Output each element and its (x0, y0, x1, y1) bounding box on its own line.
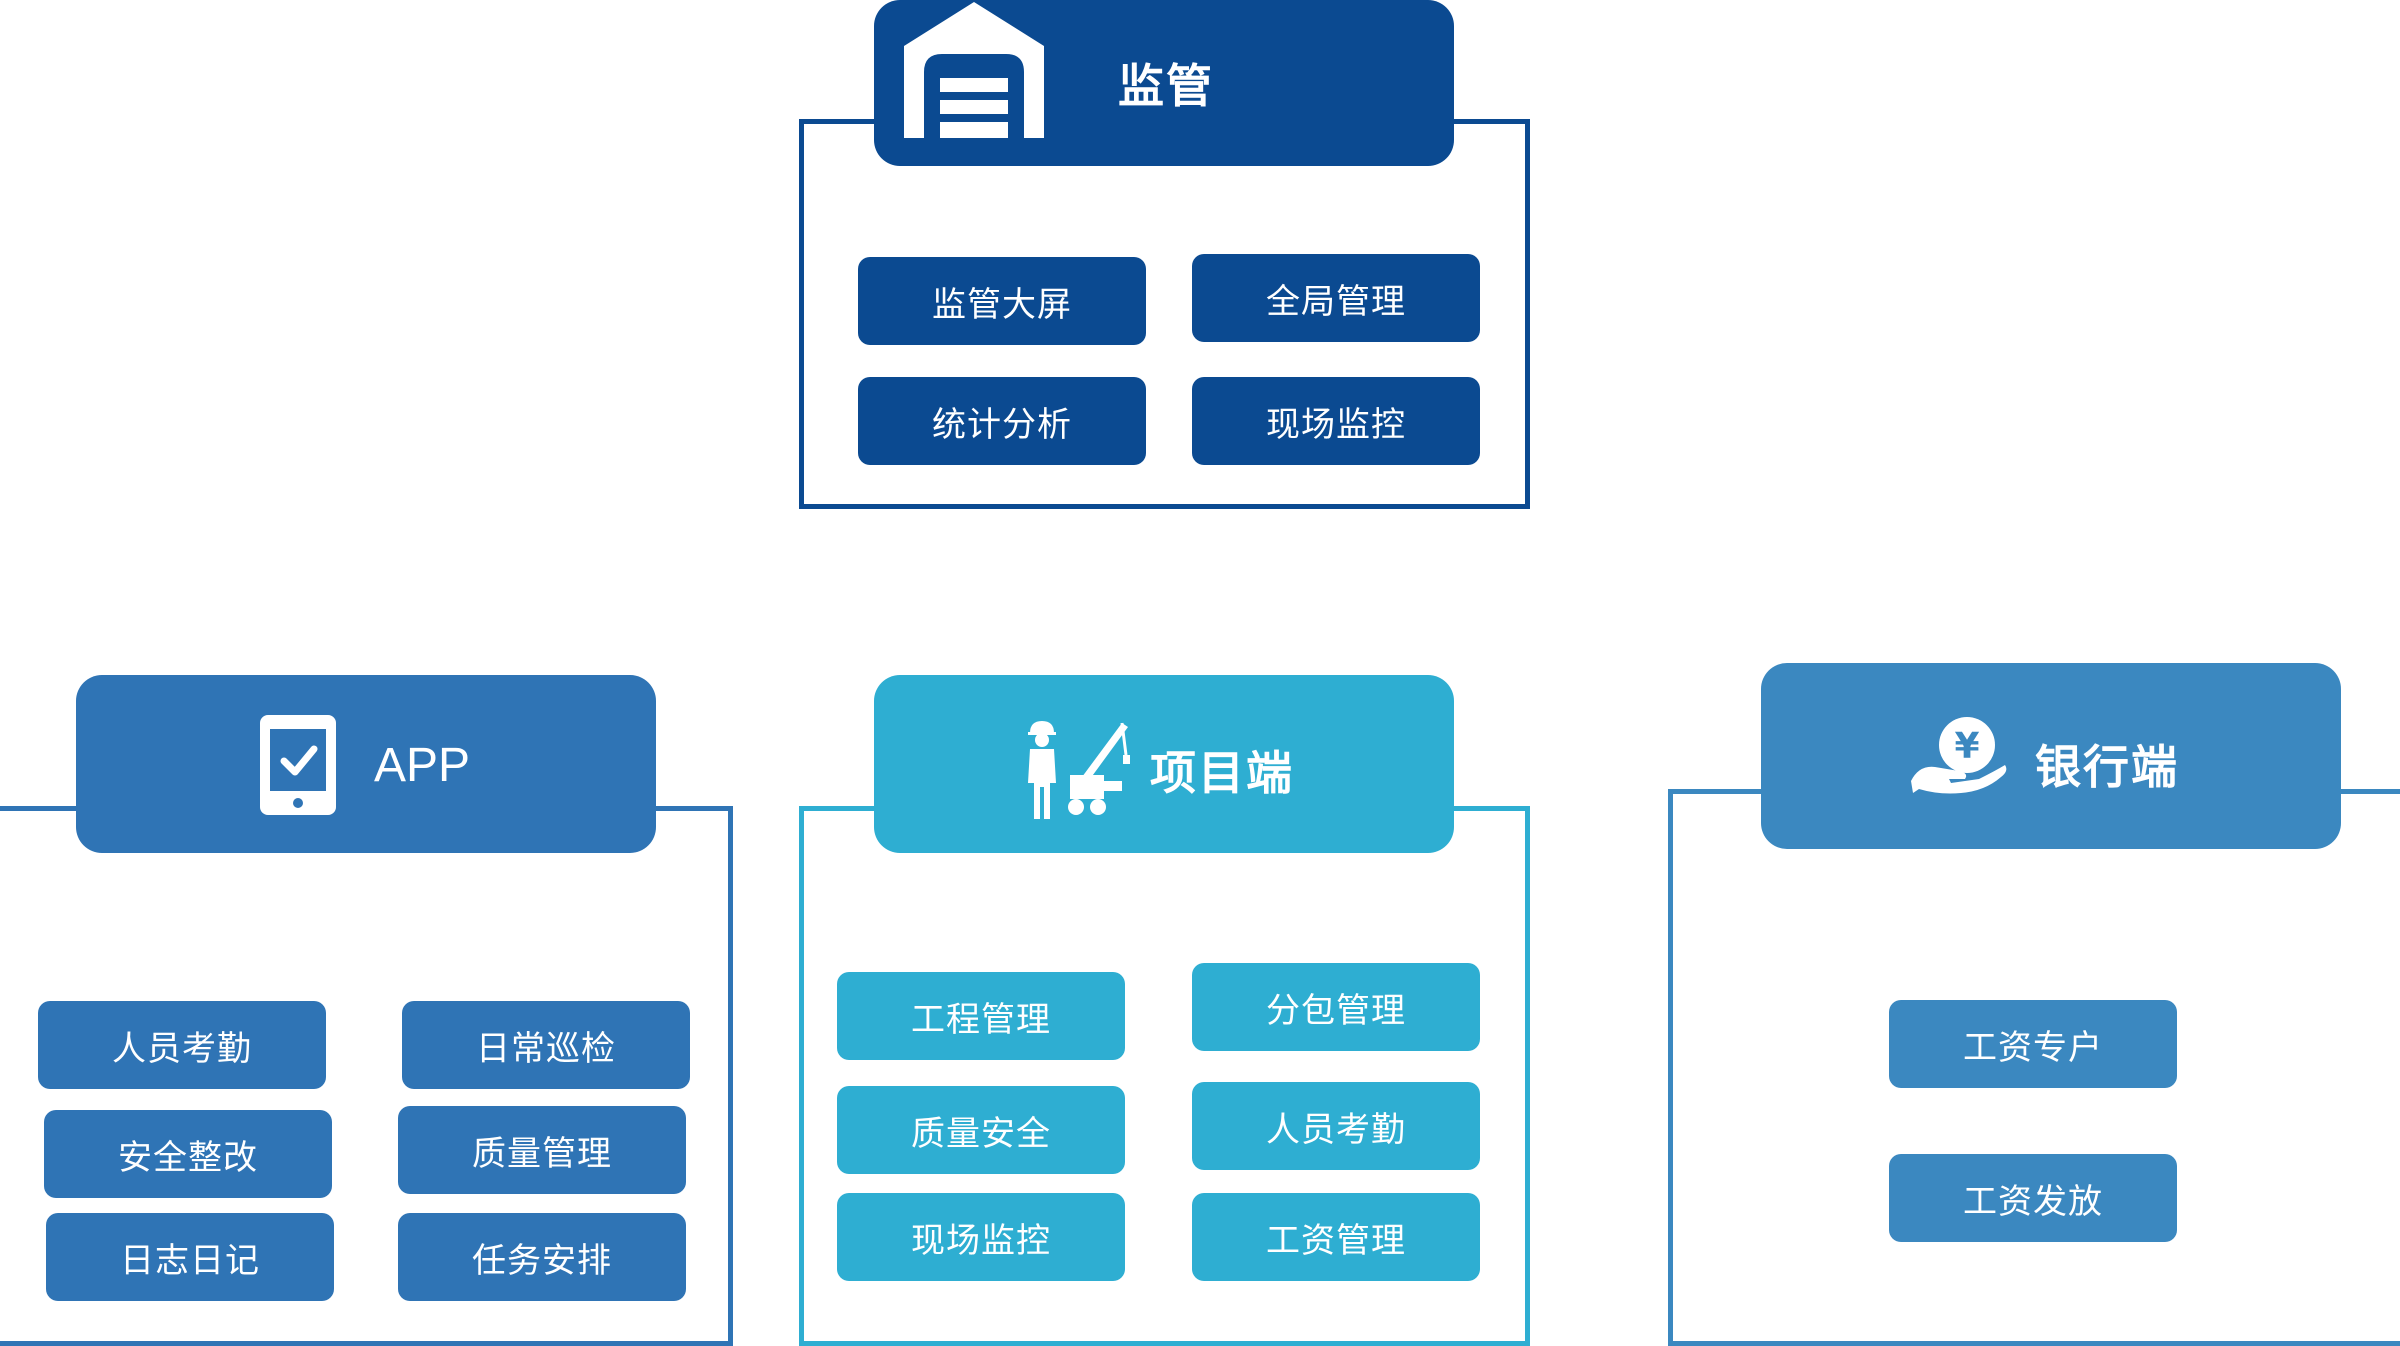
app-item-attendance[interactable]: 人员考勤 (38, 1001, 326, 1089)
warehouse-icon (904, 2, 1044, 138)
hand-yen-coin-icon: ¥ (1911, 717, 2007, 794)
project-title: 项目端 (1150, 747, 1294, 799)
project-item-engineering-management[interactable]: 工程管理 (837, 972, 1125, 1060)
project-header: 项目端 (874, 675, 1454, 853)
bank-item-wage-payment[interactable]: 工资发放 (1889, 1154, 2177, 1242)
app-item-daily-inspection[interactable]: 日常巡检 (402, 1001, 690, 1089)
construction-worker-crane-icon (1028, 721, 1130, 819)
svg-text:¥: ¥ (1954, 726, 1979, 767)
app-header: APP (76, 675, 656, 853)
supervision-item-statistics[interactable]: 统计分析 (858, 377, 1146, 465)
supervision-header: 监管 (874, 0, 1454, 166)
project-item-site-monitoring[interactable]: 现场监控 (837, 1193, 1125, 1281)
supervision-item-global-management[interactable]: 全局管理 (1192, 254, 1480, 342)
project-item-subcontract-management[interactable]: 分包管理 (1192, 963, 1480, 1051)
supervision-item-big-screen[interactable]: 监管大屏 (858, 257, 1146, 345)
mobile-check-icon (260, 715, 336, 815)
bank-item-wage-account[interactable]: 工资专户 (1889, 1000, 2177, 1088)
app-item-safety-rectification[interactable]: 安全整改 (44, 1110, 332, 1198)
bank-header: ¥ 银行端 (1761, 663, 2341, 849)
app-item-task-arrangement[interactable]: 任务安排 (398, 1213, 686, 1301)
supervision-title: 监管 (1118, 60, 1214, 112)
bank-title: 银行端 (2035, 741, 2179, 793)
project-item-quality-safety[interactable]: 质量安全 (837, 1086, 1125, 1174)
app-item-quality-management[interactable]: 质量管理 (398, 1106, 686, 1194)
project-item-attendance[interactable]: 人员考勤 (1192, 1082, 1480, 1170)
app-item-log-diary[interactable]: 日志日记 (46, 1213, 334, 1301)
supervision-item-site-monitoring[interactable]: 现场监控 (1192, 377, 1480, 465)
app-title: APP (374, 739, 471, 792)
project-item-wage-management[interactable]: 工资管理 (1192, 1193, 1480, 1281)
